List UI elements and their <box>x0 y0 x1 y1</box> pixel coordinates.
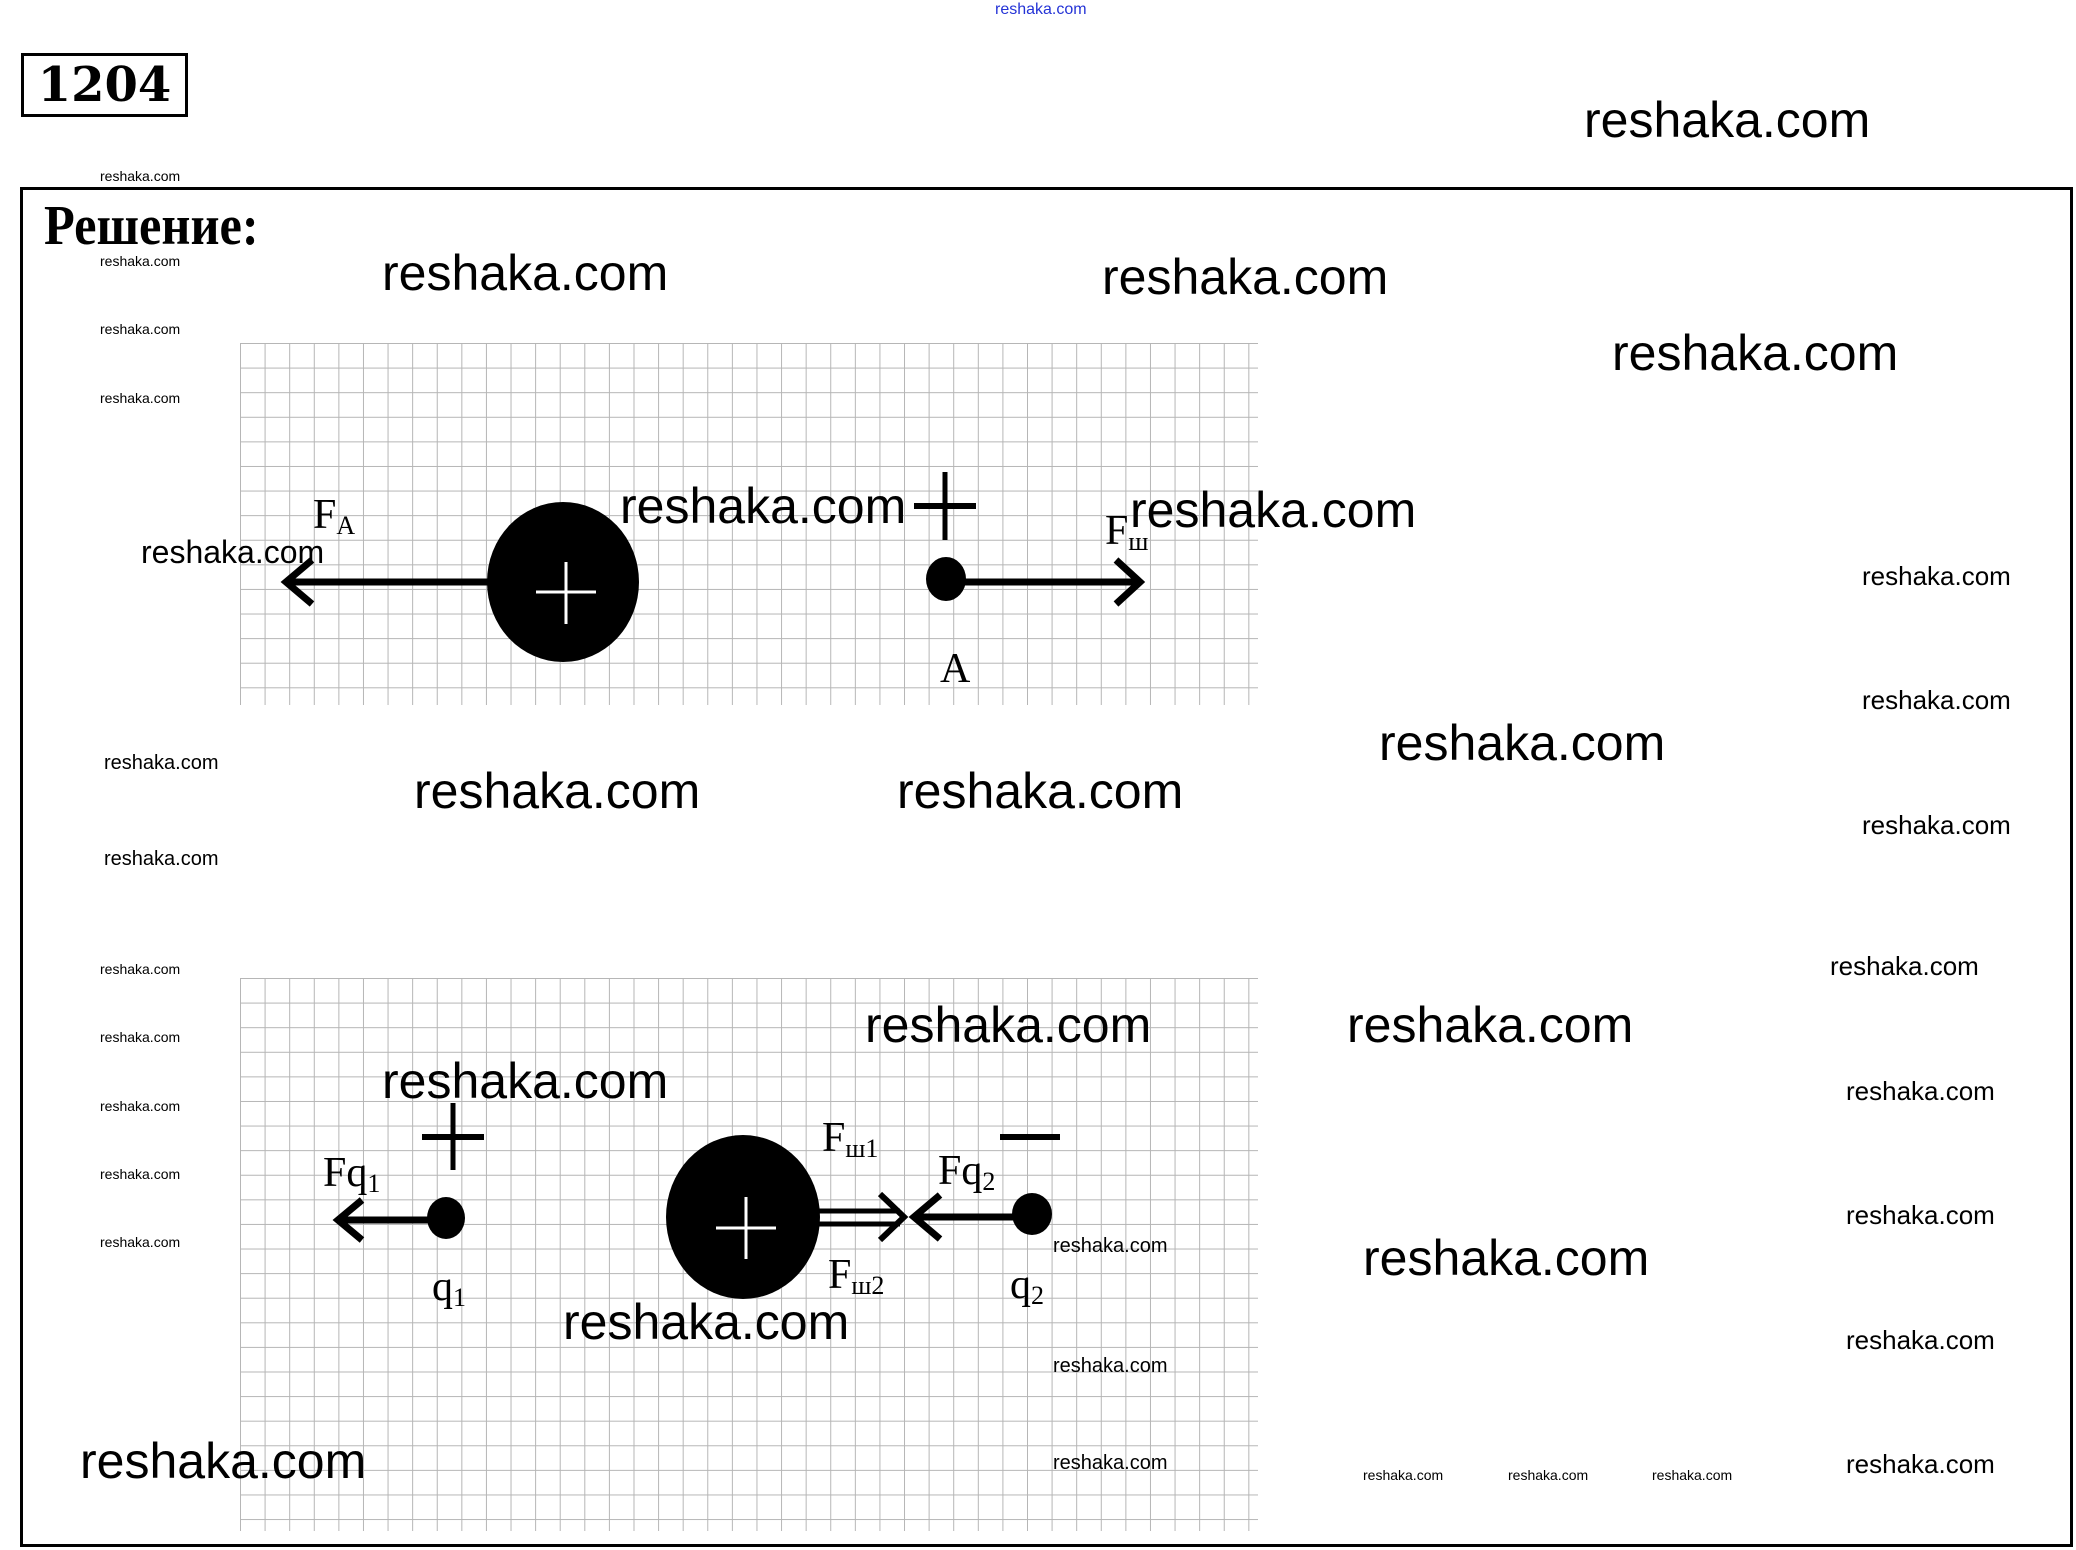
solution-heading: Решение: <box>44 195 259 257</box>
watermark: reshaka.com <box>104 752 219 774</box>
label-sub: 2 <box>1031 1281 1044 1310</box>
watermark: reshaka.com <box>414 763 701 819</box>
label-sub: 1 <box>367 1169 381 1198</box>
watermark: reshaka.com <box>382 1053 669 1109</box>
watermark: reshaka.com <box>865 997 1152 1053</box>
watermark: reshaka.com <box>100 321 181 337</box>
label-sub: 1 <box>453 1283 466 1312</box>
watermark: reshaka.com <box>100 253 181 269</box>
watermark: reshaka.com <box>382 245 669 301</box>
arrow-fq2-head <box>908 1192 943 1242</box>
watermark: reshaka.com <box>100 961 181 977</box>
label-sub: ш <box>1128 527 1149 556</box>
watermark: reshaka.com <box>100 168 181 184</box>
watermark: reshaka.com <box>1862 810 2011 840</box>
watermark: reshaka.com <box>141 534 325 570</box>
label-fa: FA <box>313 494 355 539</box>
label-fsh1: Fш1 <box>822 1117 878 1162</box>
watermark: reshaka.com <box>100 1234 181 1250</box>
label-main: F <box>828 1252 852 1298</box>
large-positive-charge-2 <box>666 1135 820 1299</box>
label-sub: 2 <box>982 1167 996 1196</box>
test-charge-a <box>926 557 966 601</box>
label-main: F <box>313 492 337 538</box>
solution-frame <box>20 187 2073 1547</box>
watermark: reshaka.com <box>100 1098 181 1114</box>
watermark: reshaka.com <box>1347 997 1634 1053</box>
watermark: reshaka.com <box>897 763 1184 819</box>
label-main: q <box>1010 1262 1031 1308</box>
watermark: reshaka.com <box>1862 561 2011 591</box>
label-fq2: Fq2 <box>938 1150 995 1195</box>
problem-number: 1204 <box>21 53 188 117</box>
label-main: q <box>432 1264 453 1310</box>
arrow-fsh-head <box>1113 557 1146 607</box>
label-fsh: Fш <box>1105 510 1148 555</box>
watermark: reshaka.com <box>1846 1200 1995 1230</box>
label-point-a: A <box>940 646 971 692</box>
label-fsh2: Fш2 <box>828 1254 884 1299</box>
watermark: reshaka.com <box>80 1433 367 1489</box>
grid-paper-2 <box>240 978 1258 1531</box>
watermark: reshaka.com <box>1363 1467 1444 1483</box>
watermark: reshaka.com <box>1102 249 1389 305</box>
label-main: Fq <box>323 1150 368 1196</box>
watermark: reshaka.com <box>100 1029 181 1045</box>
watermark: reshaka.com <box>1053 1355 1168 1377</box>
watermark: reshaka.com <box>1508 1467 1589 1483</box>
watermark: reshaka.com <box>1830 951 1979 981</box>
watermark: reshaka.com <box>100 390 181 406</box>
watermark: reshaka.com <box>1379 715 1666 771</box>
watermark: reshaka.com <box>104 848 219 870</box>
label-sub: ш2 <box>851 1271 885 1300</box>
label-sub: ш1 <box>845 1134 879 1163</box>
charge-q1 <box>427 1197 465 1239</box>
watermark: reshaka.com <box>563 1294 850 1350</box>
watermark: reshaka.com <box>100 1166 181 1182</box>
watermark: reshaka.com <box>1053 1452 1168 1474</box>
watermark: reshaka.com <box>1053 1235 1168 1257</box>
label-fq1: Fq1 <box>323 1152 380 1197</box>
watermark: reshaka.com <box>1846 1449 1995 1479</box>
label-q2: q2 <box>1010 1264 1044 1309</box>
watermark: reshaka.com <box>1363 1230 1650 1286</box>
grid-paper-1 <box>240 343 1258 705</box>
watermark: reshaka.com <box>1846 1076 1995 1106</box>
label-sub: A <box>336 511 356 540</box>
watermark: reshaka.com <box>620 478 907 534</box>
label-main: Fq <box>938 1148 983 1194</box>
watermark: reshaka.com <box>1846 1325 1995 1355</box>
watermark: reshaka.com <box>1652 1467 1733 1483</box>
charge-q2 <box>1012 1193 1052 1235</box>
watermark-top[interactable]: reshaka.com <box>995 1 1087 18</box>
watermark: reshaka.com <box>1862 685 2011 715</box>
label-q1: q1 <box>432 1266 466 1311</box>
watermark: reshaka.com <box>1612 325 1899 381</box>
large-positive-charge-1 <box>487 502 639 662</box>
label-main: F <box>1105 508 1129 554</box>
arrow-fq1-head <box>332 1197 365 1243</box>
label-main: F <box>822 1115 846 1161</box>
arrow-fa-head <box>280 557 315 607</box>
watermark: reshaka.com <box>1130 482 1417 538</box>
arrow-fsh-head <box>877 1191 909 1243</box>
watermark: reshaka.com <box>1584 92 1871 148</box>
